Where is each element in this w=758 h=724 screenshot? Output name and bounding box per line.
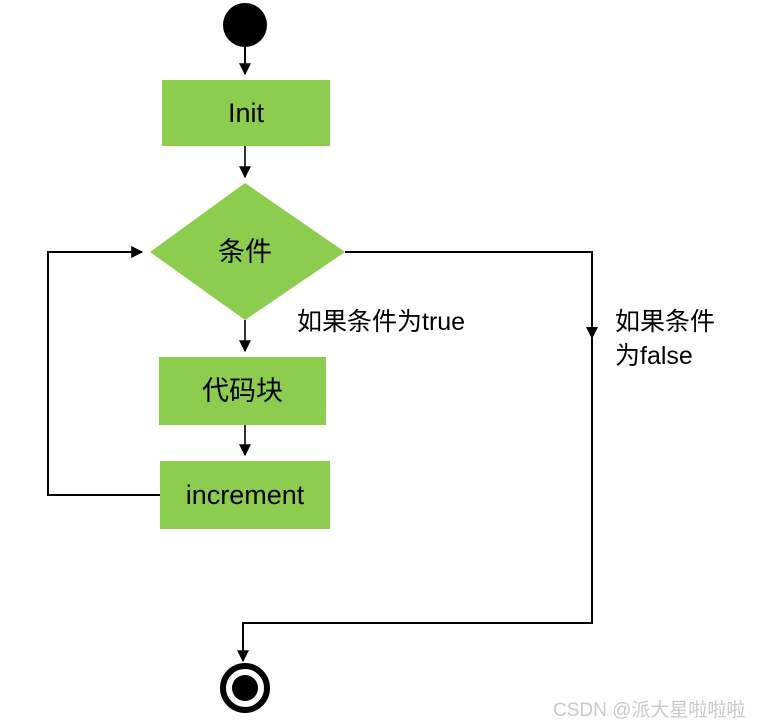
node-increment-label: increment [185,479,305,510]
edge-label-condition-false-line1: 如果条件 [615,308,716,336]
node-codeblock-label: 代码块 [202,375,283,406]
node-codeblock[interactable] [159,357,326,425]
node-end[interactable] [220,663,270,713]
edge-condition-false [237,251,598,663]
edge-label-condition-true: 如果条件为true [297,308,466,336]
node-increment[interactable] [160,461,330,529]
node-init[interactable] [162,80,330,146]
edge-increment-loop-back [47,246,160,496]
node-condition[interactable] [150,183,345,320]
edge-label-condition-false: 如果条件 为false [615,305,715,373]
node-init-label: Init [227,97,265,128]
node-start[interactable] [223,3,267,47]
csdn-watermark: CSDN @派大星啦啦啦 [553,700,746,721]
edge-label-condition-false-line2: 为false [615,342,693,370]
node-condition-label: 条件 [218,236,272,267]
